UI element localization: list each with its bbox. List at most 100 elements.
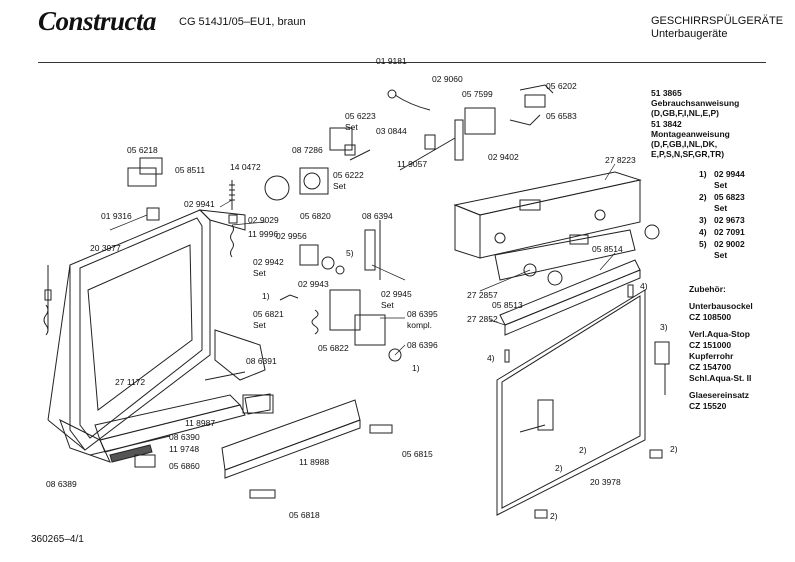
accessories-title: Zubehör: bbox=[689, 284, 726, 294]
accessory-name: Verl.Aqua-Stop bbox=[689, 329, 750, 339]
part-label: 08 6395 bbox=[407, 309, 438, 319]
door-frame-left bbox=[47, 209, 266, 463]
part-label: 05 6818 bbox=[289, 510, 320, 520]
footnote-value: 02 9002 bbox=[714, 239, 745, 249]
part-label: 02 9402 bbox=[488, 152, 519, 162]
part-label: 02 9943 bbox=[298, 279, 329, 289]
footnote-value: 05 6823 bbox=[714, 192, 745, 202]
accessory-name: Glaesereinsatz bbox=[689, 390, 750, 400]
part-label: 2) bbox=[670, 444, 678, 454]
doc1-title: Gebrauchsanweisung bbox=[651, 98, 740, 108]
footnote-note: Set bbox=[714, 250, 728, 260]
part-label: 05 6815 bbox=[402, 449, 433, 459]
part-label: 05 6860 bbox=[169, 461, 200, 471]
part-label: 27 2857 bbox=[467, 290, 498, 300]
part-label: kompl. bbox=[407, 320, 433, 330]
part-label: 05 6822 bbox=[318, 343, 349, 353]
doc2-languages: (D,F,GB,I,NL,DK, bbox=[651, 139, 718, 149]
part-label: 4) bbox=[640, 281, 648, 291]
toe-panel bbox=[221, 394, 393, 499]
part-label: 1) bbox=[412, 363, 420, 373]
part-label: 2) bbox=[579, 445, 587, 455]
part-label: 02 9029 bbox=[248, 215, 279, 225]
accessory-code: CZ 15520 bbox=[689, 401, 727, 411]
part-label: 05 7599 bbox=[462, 89, 493, 99]
part-label: 01 9316 bbox=[101, 211, 132, 221]
part-label: 20 3978 bbox=[590, 477, 621, 487]
cable-and-hinges bbox=[387, 84, 554, 171]
part-label: 4) bbox=[487, 353, 495, 363]
part-label: 05 6821 bbox=[253, 309, 284, 319]
part-label: Set bbox=[333, 181, 346, 191]
door-lock-mechanism bbox=[264, 127, 402, 362]
part-label: 08 6390 bbox=[169, 432, 200, 442]
part-label: Set bbox=[253, 320, 266, 330]
left-small-parts bbox=[43, 157, 238, 336]
footnote-note: Set bbox=[714, 180, 728, 190]
footnote-value: 02 9673 bbox=[714, 215, 745, 225]
part-label: 11 8987 bbox=[185, 418, 216, 428]
footnote-key: 2) bbox=[699, 192, 707, 202]
part-label: 20 3977 bbox=[90, 243, 121, 253]
part-label: Set bbox=[381, 300, 394, 310]
footnote-key: 5) bbox=[699, 239, 707, 249]
part-label: 08 6396 bbox=[407, 340, 438, 350]
header-divider bbox=[38, 62, 766, 63]
part-label: 08 7286 bbox=[292, 145, 323, 155]
part-label: 08 6391 bbox=[246, 356, 277, 366]
accessory-name: Unterbausockel bbox=[689, 301, 753, 311]
part-label: Set bbox=[345, 122, 358, 132]
part-label: 01 9181 bbox=[376, 56, 407, 66]
leader-lines bbox=[109, 163, 616, 356]
part-label: 05 6222 bbox=[333, 170, 364, 180]
part-label: 1) bbox=[262, 291, 270, 301]
control-panel bbox=[453, 171, 660, 336]
part-label: 27 1172 bbox=[115, 377, 146, 387]
model-designation: CG 514J1/05–EU1, braun bbox=[179, 16, 306, 28]
part-label: 05 8511 bbox=[175, 165, 206, 175]
part-label: 05 8514 bbox=[592, 244, 623, 254]
part-label: 11 9057 bbox=[397, 159, 428, 169]
part-label: 11 9748 bbox=[169, 444, 200, 454]
accessory-code: CZ 154700 bbox=[689, 362, 732, 372]
part-label: 3) bbox=[660, 322, 668, 332]
front-panel bbox=[496, 284, 670, 519]
footnote-value: 02 7091 bbox=[714, 227, 745, 237]
footnote-key: 1) bbox=[699, 169, 707, 179]
footnote-key: 3) bbox=[699, 215, 707, 225]
footnote-key: 4) bbox=[699, 227, 707, 237]
part-label: 02 9945 bbox=[381, 289, 412, 299]
doc1-number: 51 3865 bbox=[651, 88, 682, 98]
part-label: 05 6223 bbox=[345, 111, 376, 121]
footnote-value: 02 9944 bbox=[714, 169, 745, 179]
part-label: 27 2852 bbox=[467, 314, 498, 324]
spray-bar-assembly bbox=[89, 371, 271, 468]
part-label: 05 6820 bbox=[300, 211, 331, 221]
part-label: 05 6583 bbox=[546, 111, 577, 121]
accessory-code: CZ 151000 bbox=[689, 340, 732, 350]
part-label: 08 6394 bbox=[362, 211, 393, 221]
part-label: 05 8513 bbox=[492, 300, 523, 310]
part-label: 5) bbox=[346, 248, 354, 258]
part-label: 02 9060 bbox=[432, 74, 463, 84]
doc1-languages: (D,GB,F,I,NL,E,P) bbox=[651, 108, 719, 118]
category-subtitle: Unterbaugeräte bbox=[651, 28, 728, 40]
accessory-name: Kupferrohr bbox=[689, 351, 734, 361]
accessory-code: CZ 108500 bbox=[689, 312, 732, 322]
part-label: 11 8988 bbox=[299, 457, 330, 467]
page-identifier: 360265–4/1 bbox=[31, 534, 84, 545]
part-label: 05 6218 bbox=[127, 145, 158, 155]
doc2-languages-cont: E,P,S,N,SF,GR,TR) bbox=[651, 149, 725, 159]
part-label: 02 9941 bbox=[184, 199, 215, 209]
part-label: 02 9942 bbox=[253, 257, 284, 267]
part-label: 11 9996 bbox=[248, 229, 279, 239]
accessory-name: Schl.Aqua-St. II bbox=[689, 373, 752, 383]
part-label: Set bbox=[253, 268, 266, 278]
footnote-note: Set bbox=[714, 203, 728, 213]
part-label: 14 0472 bbox=[230, 162, 261, 172]
brand-logo: Constructa bbox=[38, 6, 157, 36]
category-title: GESCHIRRSPÜLGERÄTE bbox=[651, 15, 784, 27]
part-label: 2) bbox=[555, 463, 563, 473]
part-label: 05 6202 bbox=[546, 81, 577, 91]
